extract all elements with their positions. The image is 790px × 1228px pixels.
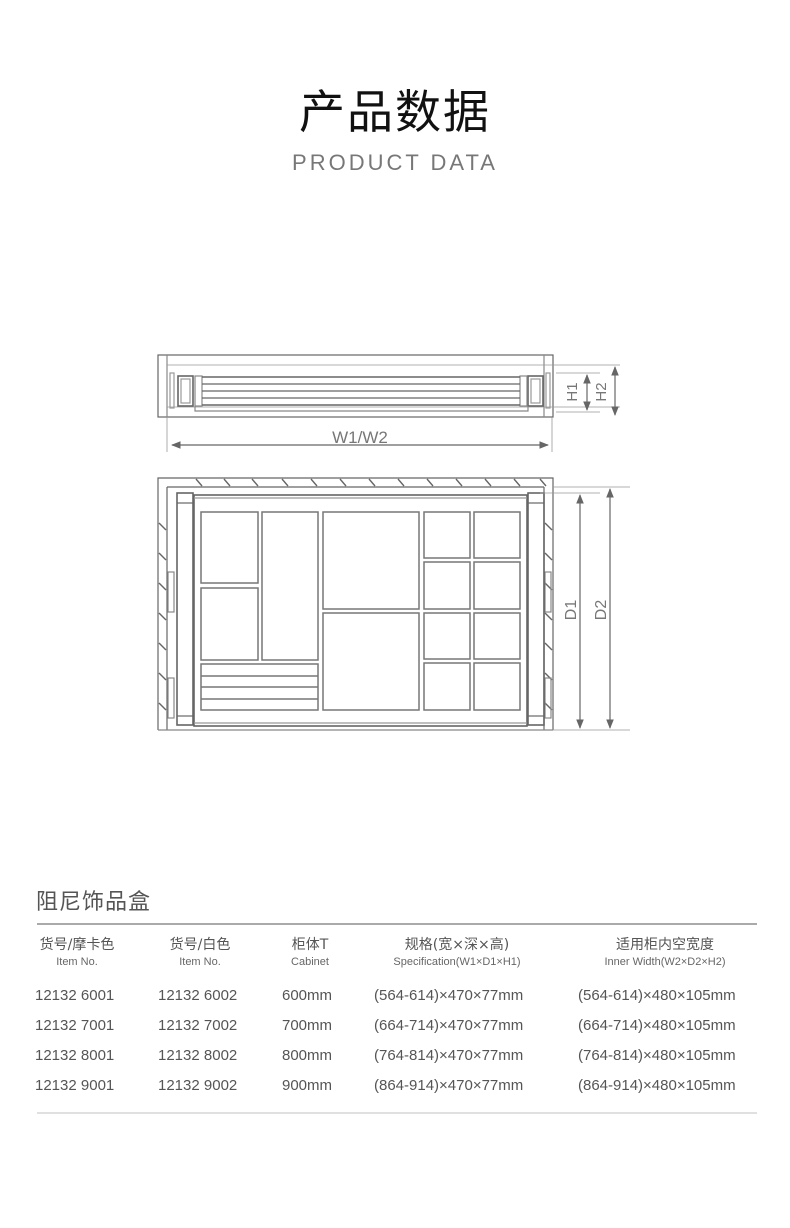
column-header-cabinet: 柜体T Cabinet [270,936,350,970]
width-dimension-label: W1/W2 [332,428,388,447]
cell-mocha: 12132 9001 [35,1077,115,1094]
h2-dimension-label: H2 [593,382,610,401]
column-header-mocha: 货号/摩卡色 Item No. [27,936,127,970]
column-header-white: 货号/白色 Item No. [150,936,250,970]
cell-white: 12132 6002 [158,987,238,1004]
column-header-en: Inner Width(W2×D2×H2) [604,956,726,968]
cell-cabinet: 700mm [282,1017,333,1034]
cell-inner: (664-714)×480×105mm [578,1017,736,1034]
column-header-zh: 规格(宽×深×高) [404,937,510,953]
cell-mocha: 12132 7001 [35,1017,115,1034]
column-header-en: Specification(W1×D1×H1) [393,956,521,968]
cell-spec: (564-614)×470×77mm [374,987,524,1004]
h1-dimension-label: H1 [564,382,581,401]
table-bottom-divider [37,1112,757,1114]
product-drawing: W1/W2 H1 H2 [157,354,630,731]
column-header-zh: 柜体T [291,937,329,953]
cell-spec: (864-914)×470×77mm [374,1077,524,1094]
column-header-en: Item No. [179,956,221,968]
d1-dimension-label: D1 [563,600,580,621]
table-top-divider [37,923,757,925]
cell-white: 12132 9002 [158,1077,238,1094]
cell-cabinet: 900mm [282,1077,333,1094]
d2-dimension-label: D2 [593,600,610,621]
cell-inner: (864-914)×480×105mm [578,1077,736,1094]
cell-inner: (764-814)×480×105mm [578,1047,736,1064]
cell-white: 12132 7002 [158,1017,238,1034]
column-header-zh: 适用柜内空宽度 [616,937,714,953]
cell-cabinet: 600mm [282,987,333,1004]
column-header-en: Item No. [56,956,98,968]
page-subtitle: PRODUCT DATA [292,150,498,175]
column-header-zh: 货号/摩卡色 [39,937,115,953]
column-header-inner: 适用柜内空宽度 Inner Width(W2×D2×H2) [580,936,750,970]
cell-mocha: 12132 6001 [35,987,115,1004]
top-view [157,477,630,731]
cell-cabinet: 800mm [282,1047,333,1064]
cell-mocha: 12132 8001 [35,1047,115,1064]
column-header-en: Cabinet [291,956,329,968]
section-title: 阻尼饰品盒 [36,890,152,915]
cell-spec: (664-714)×470×77mm [374,1017,524,1034]
cell-white: 12132 8002 [158,1047,238,1064]
front-view [157,354,620,452]
cell-inner: (564-614)×480×105mm [578,987,736,1004]
column-header-spec: 规格(宽×深×高) Specification(W1×D1×H1) [372,936,542,970]
column-header-zh: 货号/白色 [169,937,231,953]
page-title: 产品数据 [299,85,491,139]
cell-spec: (764-814)×470×77mm [374,1047,524,1064]
